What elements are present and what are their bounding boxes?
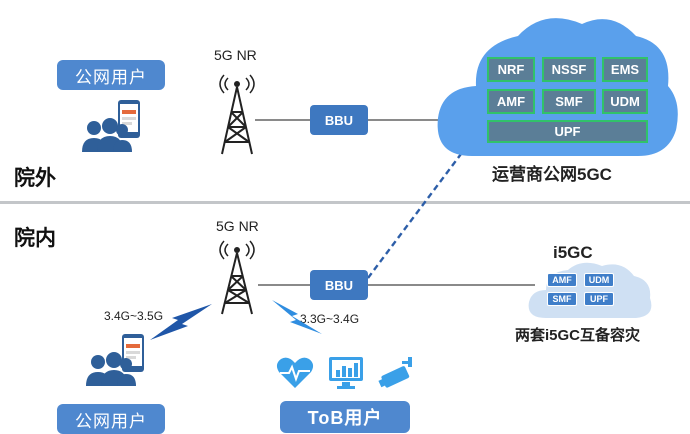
top-bbu: BBU [310, 105, 368, 135]
lightning-icon [150, 304, 212, 340]
freq-left-label: 3.4G~3.5G [104, 309, 164, 323]
users-icon [82, 100, 140, 152]
nf-udm: UDM [602, 89, 648, 114]
i5gc-title: i5GC [553, 243, 593, 262]
bottom-bbu: BBU [310, 270, 368, 300]
i5gc-nf-udm: UDM [584, 273, 614, 287]
lightning-icon [272, 300, 322, 334]
top-antenna-label: 5G NR [214, 47, 257, 63]
users-icon [86, 334, 144, 386]
nf-ems: EMS [602, 57, 648, 82]
operator-cloud-title: 运营商公网5GC [492, 165, 612, 184]
antenna-icon [219, 240, 255, 315]
i5gc-nf-amf: AMF [547, 273, 577, 287]
nf-amf: AMF [487, 89, 535, 114]
i5gc-nf-smf: SMF [547, 292, 577, 306]
zone-inside-label: 院内 [14, 227, 56, 250]
antenna-icon [219, 74, 255, 155]
i5gc-nf-upf: UPF [584, 292, 614, 306]
nf-nssf: NSSF [542, 57, 596, 82]
nf-smf: SMF [542, 89, 596, 114]
camera-icon [378, 357, 412, 388]
heart-pulse-icon [276, 357, 314, 388]
nf-upf: UPF [487, 120, 648, 143]
zone-divider [0, 201, 690, 204]
monitor-chart-icon [329, 357, 363, 389]
dashed-link-to-cloud [367, 141, 471, 279]
freq-right-label: 3.3G~3.4G [300, 312, 360, 326]
nf-nrf: NRF [487, 57, 535, 82]
zone-outside-label: 院外 [14, 167, 56, 190]
bottom-antenna-label: 5G NR [216, 218, 259, 234]
top-public-user-label: 公网用户 [57, 60, 165, 90]
i5gc-cloud [528, 262, 652, 318]
tob-user-label: ToB用户 [280, 401, 410, 433]
i5gc-caption: 两套i5GC互备容灾 [515, 327, 641, 344]
bottom-public-user-label: 公网用户 [57, 404, 165, 434]
